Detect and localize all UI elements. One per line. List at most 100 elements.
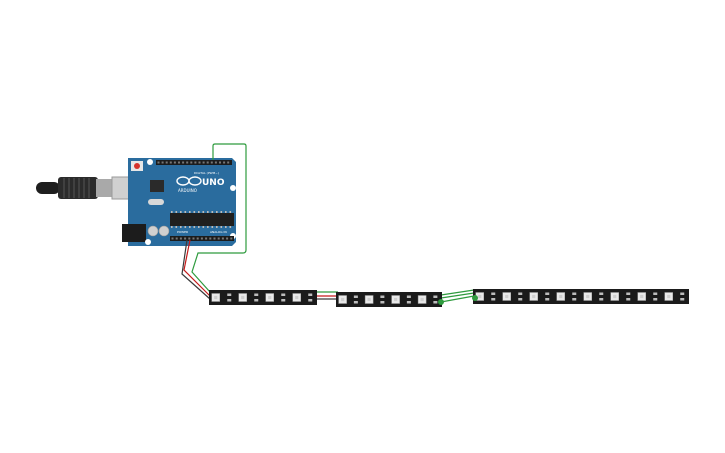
header-pin[interactable]: [209, 237, 212, 240]
header-pin[interactable]: [188, 237, 191, 240]
header-pin[interactable]: [175, 237, 178, 240]
chip-pin: [216, 211, 218, 213]
capacitor: [147, 225, 159, 237]
led-pad: [406, 301, 411, 304]
data-wire-arduino-to-strip-1[interactable]: [191, 143, 247, 293]
chip-pin: [198, 211, 200, 213]
ground-wire-arduino-to-strip-1[interactable]: [181, 239, 211, 300]
wire-endpoint[interactable]: [472, 295, 478, 301]
led-pad: [406, 295, 411, 298]
header-pin[interactable]: [182, 161, 185, 164]
led-pad: [491, 298, 496, 301]
led-strip-1[interactable]: [209, 290, 317, 305]
led-pad: [626, 292, 631, 295]
header-pin[interactable]: [192, 237, 195, 240]
header-pin[interactable]: [213, 237, 216, 240]
chip-pin: [202, 211, 205, 213]
led-pad: [227, 299, 232, 302]
led-die: [341, 297, 345, 302]
header-pin[interactable]: [173, 161, 176, 164]
power-wire-arduino-to-strip-1[interactable]: [183, 239, 211, 297]
led-pad: [545, 292, 550, 295]
led-strip-2[interactable]: [336, 292, 442, 307]
led-pad: [308, 293, 313, 296]
led-pad: [518, 292, 523, 295]
header-pin[interactable]: [217, 237, 220, 240]
header-pin[interactable]: [221, 237, 224, 240]
header-pin[interactable]: [171, 237, 174, 240]
header-pin[interactable]: [214, 161, 217, 164]
header-pin[interactable]: [161, 161, 164, 164]
header-pin[interactable]: [178, 161, 180, 164]
chip-pin: [202, 226, 205, 228]
chip-pin: [229, 211, 232, 213]
header-pin[interactable]: [206, 161, 209, 164]
led-pad: [599, 292, 604, 295]
led-pad: [599, 298, 604, 301]
chip-pin: [207, 226, 209, 228]
header-pin[interactable]: [198, 161, 201, 164]
data-wire-strip-2-to-strip-3[interactable]: [440, 295, 475, 303]
usb-cable[interactable]: [36, 176, 143, 200]
strip-body: [209, 290, 317, 305]
chip-pin: [225, 211, 227, 213]
header-pin[interactable]: [202, 161, 205, 164]
chip-pin: [211, 226, 214, 228]
led-die: [268, 295, 272, 300]
usb-chip: [150, 180, 164, 192]
led-die: [295, 295, 299, 300]
header-pin[interactable]: [223, 161, 226, 164]
mount-hole: [230, 185, 236, 191]
header-pin[interactable]: [165, 161, 168, 164]
usb-cable-body: [58, 177, 98, 199]
chip-pin: [198, 226, 200, 228]
led-pad: [545, 298, 550, 301]
led-pad: [653, 292, 658, 295]
header-pin[interactable]: [194, 161, 197, 164]
usb-connector: [96, 179, 114, 197]
led-pad: [680, 292, 685, 295]
led-die: [420, 297, 424, 302]
power-jack: [122, 224, 146, 242]
led-pad: [433, 301, 438, 304]
header-pin[interactable]: [226, 237, 229, 240]
crystal: [148, 199, 164, 205]
header-pin[interactable]: [227, 161, 230, 164]
chip-pin: [216, 226, 218, 228]
wire-endpoint[interactable]: [438, 299, 444, 305]
header-pin[interactable]: [230, 237, 233, 240]
chip-pin: [171, 211, 173, 213]
header-pin[interactable]: [184, 237, 187, 240]
led-die: [214, 295, 218, 300]
chip-pin: [171, 226, 173, 228]
header-body: [156, 160, 232, 165]
header-pin[interactable]: [169, 161, 172, 164]
led-pad: [308, 299, 313, 302]
header-pin[interactable]: [205, 237, 208, 240]
led-pad: [353, 301, 358, 304]
ground-wire-strip-2-to-strip-3[interactable]: [440, 289, 475, 296]
header-pin[interactable]: [200, 237, 203, 240]
led-strip-3[interactable]: [473, 289, 689, 304]
led-pad: [433, 295, 438, 298]
chip-pin: [184, 226, 187, 228]
chip-pin: [189, 226, 191, 228]
header-pin[interactable]: [186, 161, 189, 164]
chip-pin: [180, 211, 182, 213]
led-die: [613, 294, 617, 299]
header-pin[interactable]: [196, 237, 199, 240]
chip-pin: [207, 211, 209, 213]
header-pin[interactable]: [190, 161, 193, 164]
led-die: [394, 297, 398, 302]
board-brand-text: ARDUINO: [178, 188, 197, 193]
power-wire-strip-2-to-strip-3[interactable]: [440, 292, 475, 299]
header-pin[interactable]: [210, 161, 213, 164]
digital-header: [156, 160, 232, 165]
arduino-uno-board[interactable]: UNO ARDUINO DIGITAL (PWM~) POWER ANALOG …: [122, 158, 236, 246]
led-die: [559, 294, 563, 299]
header-pin[interactable]: [219, 161, 221, 164]
chip-pin: [220, 211, 223, 213]
header-pin[interactable]: [157, 161, 160, 164]
chip-pin: [229, 226, 232, 228]
header-pin[interactable]: [179, 237, 182, 240]
